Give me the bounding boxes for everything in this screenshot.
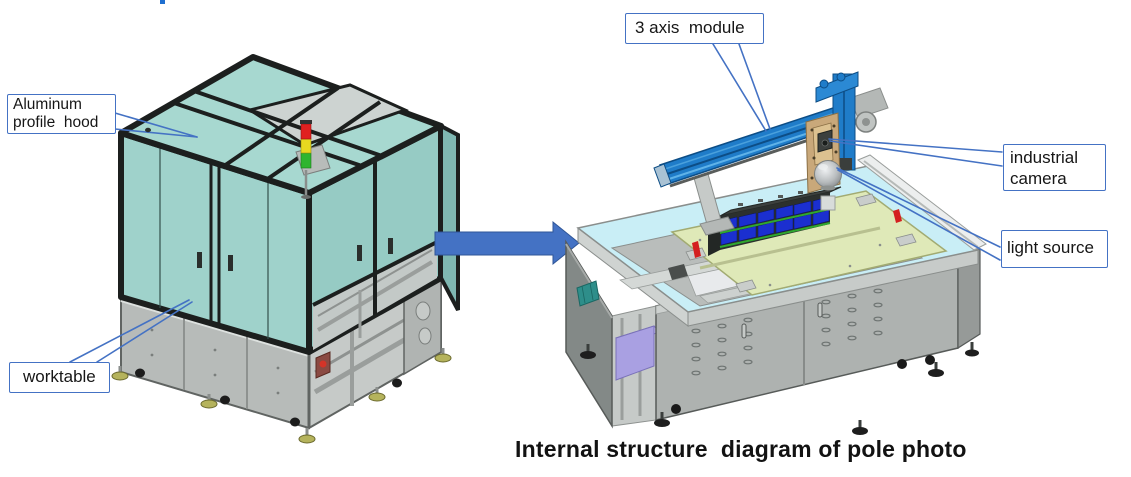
leader-lines — [69, 43, 1003, 363]
leader-industrial-camera — [828, 138, 1003, 167]
leader-light-source — [836, 167, 1001, 261]
leader-worktable — [69, 299, 193, 363]
leader-aluminum-hood — [114, 112, 198, 138]
left-machine-feet — [111, 348, 452, 444]
signal-tower-light — [295, 120, 331, 199]
label-light-source: light source — [1001, 230, 1108, 268]
right-machine-illustration — [565, 71, 987, 435]
fan-vent — [576, 280, 600, 307]
glass-wall-right — [306, 122, 460, 355]
label-text: Aluminum — [13, 96, 82, 113]
gantry-support-post — [693, 173, 735, 236]
label-text: profile hood — [13, 114, 99, 131]
label-text: industrial — [1010, 148, 1079, 167]
label-text: worktable — [23, 367, 96, 386]
dome-light-source — [814, 160, 842, 211]
leader-axis-module — [712, 43, 771, 132]
left-machine-illustration — [111, 54, 460, 444]
three-axis-gantry — [653, 71, 889, 236]
table-back-rail — [855, 154, 987, 251]
label-3-axis-module: 3 axis module — [625, 13, 764, 44]
label-industrial-camera: industrial camera — [1003, 144, 1106, 191]
label-text: camera — [1010, 169, 1067, 188]
industrial-camera-body — [817, 129, 833, 153]
enclosure-top-face — [118, 54, 444, 196]
right-machine-feet — [580, 342, 979, 435]
label-text: 3 axis module — [635, 18, 745, 37]
z-axis-column — [815, 71, 889, 171]
worktable-base-cabinet — [120, 276, 442, 430]
gantry-rail — [653, 106, 846, 188]
diagram-caption: Internal structure diagram of pole photo — [515, 436, 967, 462]
cropped-top-marker — [160, 0, 165, 4]
fixture-plate — [670, 190, 948, 296]
label-text: light source — [1007, 238, 1094, 257]
label-worktable: worktable — [9, 362, 110, 393]
label-aluminum-profile-hood: Aluminum profile hood — [7, 94, 116, 134]
